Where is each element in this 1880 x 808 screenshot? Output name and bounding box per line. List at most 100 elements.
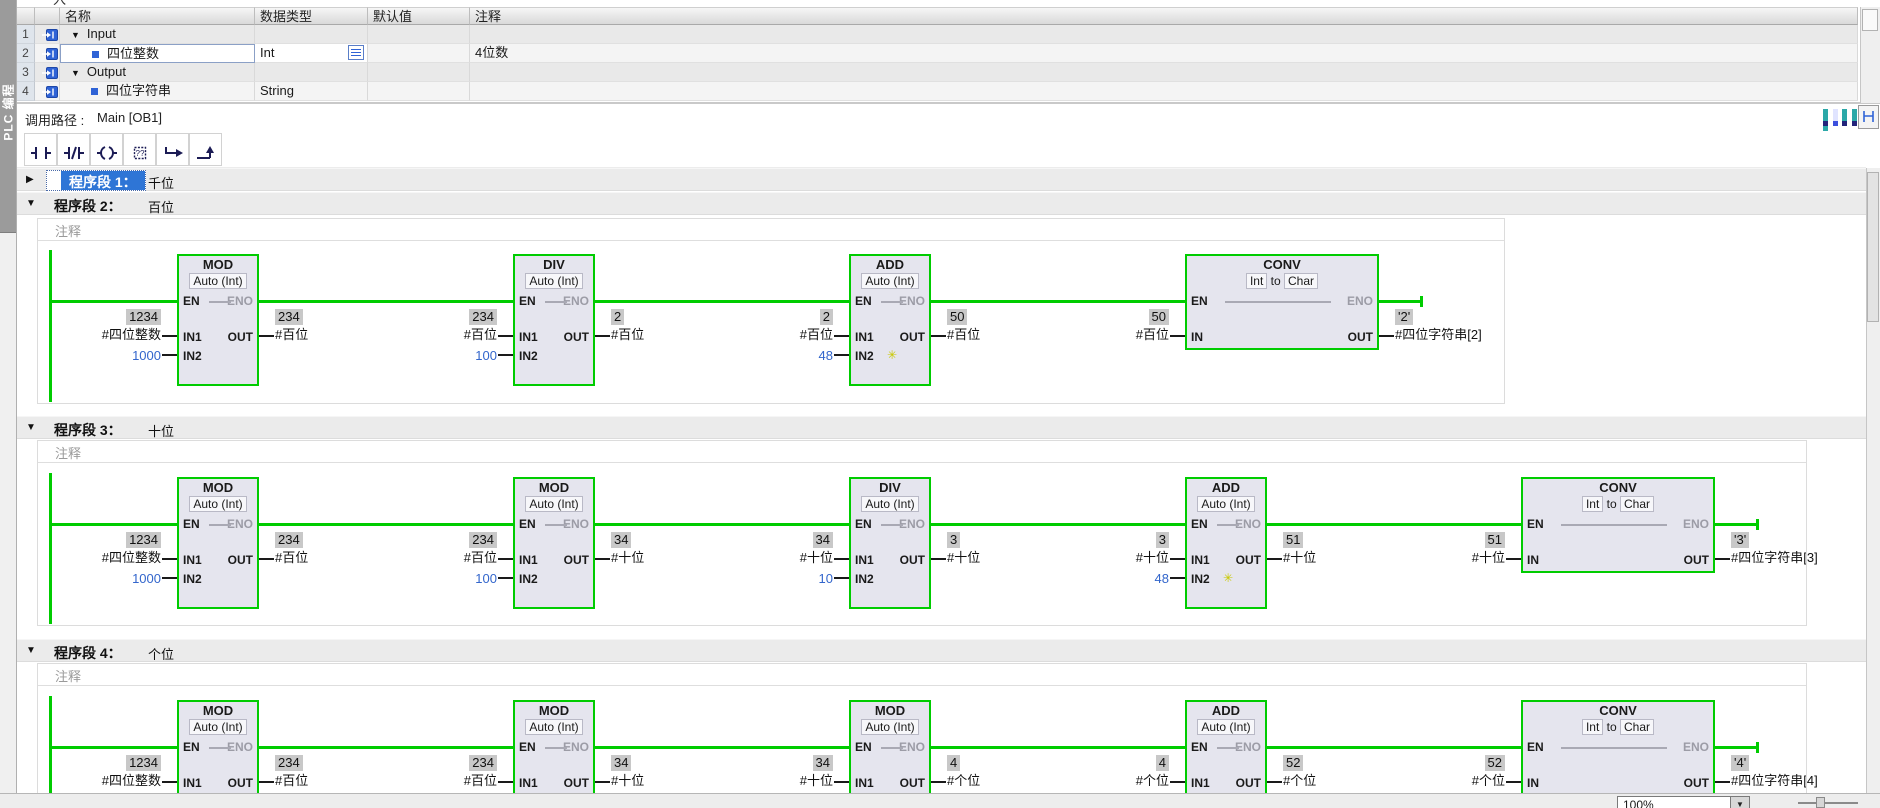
block-dtype[interactable]: Auto (Int)	[1187, 496, 1265, 512]
comment-cell[interactable]	[470, 82, 1858, 101]
operand[interactable]: #四位字符串[4]	[1731, 773, 1818, 788]
default-cell[interactable]	[368, 63, 470, 82]
constant-value[interactable]: 10	[818, 571, 833, 586]
network-comment-field[interactable]: 注释	[55, 224, 82, 239]
block-dtype[interactable]: Int to Char	[1523, 496, 1713, 512]
network-comment[interactable]: 百位	[148, 200, 175, 215]
operand[interactable]: #个位	[1471, 773, 1505, 788]
comment-cell[interactable]	[470, 63, 1858, 82]
type-dropdown-button[interactable]	[348, 45, 364, 60]
name-cell[interactable]: ▼Output	[60, 63, 255, 82]
name-cell[interactable]: 四位整数	[60, 44, 255, 63]
network-title-row[interactable]: ▼ 程序段 3： 十位	[17, 416, 1866, 439]
expander-triangle-icon[interactable]: ▼	[71, 30, 80, 40]
operand[interactable]: #个位	[947, 773, 981, 788]
operand[interactable]: #十位	[1471, 550, 1505, 565]
expander-triangle-icon[interactable]: ▼	[26, 422, 36, 433]
operand[interactable]: #个位	[1135, 773, 1169, 788]
constant-value[interactable]: 1000	[132, 348, 161, 363]
editor-options-button[interactable]	[1858, 105, 1879, 129]
constant-value[interactable]: 100	[475, 571, 497, 586]
operand[interactable]: #十位	[799, 550, 833, 565]
network-comment[interactable]: 十位	[148, 424, 175, 439]
block-dtype[interactable]: Auto (Int)	[851, 273, 929, 289]
operand[interactable]: #十位	[1135, 550, 1169, 565]
operand[interactable]: #个位	[1283, 773, 1317, 788]
type-cell[interactable]	[255, 63, 368, 82]
type-cell[interactable]	[255, 25, 368, 44]
network-title-row[interactable]: ▶ 程序段 1：千位	[17, 168, 1866, 191]
block-dtype[interactable]: Auto (Int)	[851, 719, 929, 735]
network-comment-field[interactable]: 注释	[55, 446, 82, 461]
network-comment[interactable]: 千位	[148, 176, 175, 191]
insert-input-star-icon[interactable]: ✳	[887, 348, 898, 362]
network-title-selection[interactable]: 程序段 1：	[46, 170, 146, 191]
block-dtype[interactable]: Int to Char	[1187, 273, 1377, 289]
default-cell[interactable]	[368, 82, 470, 101]
empty-box-icon[interactable]: ??	[123, 133, 156, 166]
table-scrollbar[interactable]	[1860, 7, 1880, 103]
operand[interactable]: #四位字符串[2]	[1395, 327, 1482, 342]
close-branch-icon[interactable]	[189, 133, 222, 166]
operand[interactable]: #四位整数	[101, 327, 161, 342]
network-title-row[interactable]: ▼程序段 2：百位	[17, 192, 1866, 215]
constant-value[interactable]: 48	[818, 348, 833, 363]
block-dtype[interactable]: Int to Char	[1523, 719, 1713, 735]
operand[interactable]: #十位	[799, 773, 833, 788]
type-cell[interactable]: Int	[255, 44, 368, 63]
operand[interactable]: #百位	[275, 327, 309, 342]
block-dtype[interactable]: Auto (Int)	[179, 719, 257, 735]
zoom-level-select[interactable]: 100% ▼	[1617, 796, 1750, 808]
network-title[interactable]: 程序段 3：	[54, 422, 122, 438]
operand[interactable]: #四位字符串[3]	[1731, 550, 1818, 565]
operand[interactable]: #十位	[1283, 550, 1317, 565]
block-dtype[interactable]: Auto (Int)	[1187, 719, 1265, 735]
operand[interactable]: #百位	[275, 550, 309, 565]
operand[interactable]: #百位	[463, 550, 497, 565]
expander-triangle-icon[interactable]: ▼	[71, 68, 80, 78]
operand[interactable]: #四位整数	[101, 550, 161, 565]
operand[interactable]: #百位	[463, 773, 497, 788]
operand[interactable]: #十位	[611, 550, 645, 565]
comment-cell[interactable]: 4位数	[470, 44, 1858, 63]
zoom-slider[interactable]	[1798, 802, 1858, 804]
operand[interactable]: #百位	[1135, 327, 1169, 342]
expander-triangle-icon[interactable]: ▶	[26, 174, 34, 185]
block-dtype[interactable]: Auto (Int)	[851, 496, 929, 512]
operand[interactable]: #百位	[275, 773, 309, 788]
insert-input-star-icon[interactable]: ✳	[1223, 571, 1234, 585]
constant-value[interactable]: 100	[475, 348, 497, 363]
block-dtype[interactable]: Auto (Int)	[515, 719, 593, 735]
network-title[interactable]: 程序段 1：	[61, 171, 145, 190]
block-dtype[interactable]: Auto (Int)	[179, 273, 257, 289]
editor-scrollbar[interactable]	[1866, 168, 1880, 793]
operand[interactable]: #四位整数	[101, 773, 161, 788]
name-cell[interactable]: 四位字符串	[60, 82, 255, 101]
open-branch-icon[interactable]	[156, 133, 189, 166]
operand[interactable]: #十位	[611, 773, 645, 788]
block-dtype[interactable]: Auto (Int)	[179, 496, 257, 512]
constant-value[interactable]: 1000	[132, 571, 161, 586]
network-title[interactable]: 程序段 4：	[54, 645, 122, 661]
default-cell[interactable]	[368, 44, 470, 63]
block-dtype[interactable]: Auto (Int)	[515, 273, 593, 289]
editor-scrollbar-thumb[interactable]	[1867, 172, 1879, 322]
operand[interactable]: #百位	[947, 327, 981, 342]
operand[interactable]: #百位	[799, 327, 833, 342]
coil-icon[interactable]	[90, 133, 123, 166]
network-comment[interactable]: 个位	[148, 647, 175, 662]
